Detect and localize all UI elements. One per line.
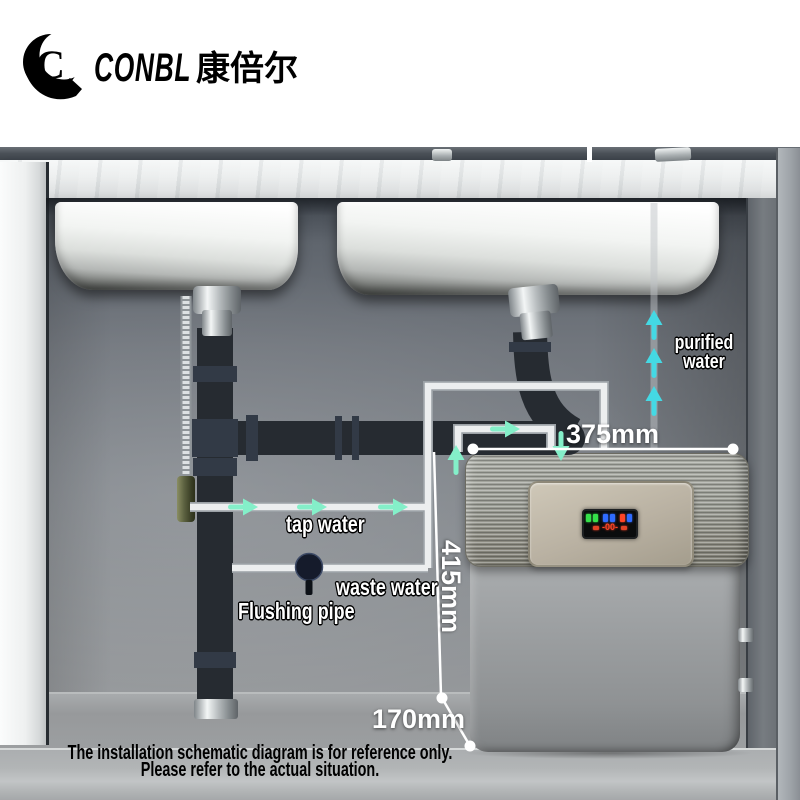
purifier-display-screen: -00- (582, 509, 638, 539)
disclaimer-line1: The installation schematic diagram is fo… (67, 742, 453, 764)
sink-basin-right (337, 202, 719, 295)
faucet-riser-pipe (587, 128, 592, 162)
svg-text:C: C (36, 42, 65, 87)
cabinet-left-panel (0, 162, 49, 745)
sink-basin-left (55, 202, 298, 290)
brand-name-cjk: 康倍尔 (196, 50, 298, 88)
dimension-height: 415mm (436, 540, 466, 634)
display-readout: -00- (590, 523, 630, 532)
dimension-depth: 170mm (372, 704, 466, 734)
label-flushing-pipe: Flushing pipe (238, 598, 355, 624)
brand-name-latin: CONBL (94, 46, 192, 90)
purified-faucet-fitting (654, 147, 692, 162)
cabinet-right-wall (776, 148, 800, 800)
disclaimer-line2: Please refer to the actual situation. (140, 758, 380, 781)
disclaimer: The installation schematic diagram is fo… (50, 742, 470, 781)
dimension-width: 375mm (566, 419, 660, 449)
faucet-mount-fitting (432, 149, 452, 161)
display-indicators (585, 514, 636, 522)
brand-logo-icon: C (23, 30, 86, 100)
label-purified-water: purified water (674, 332, 734, 373)
cabinet-right-panel (746, 198, 778, 748)
cabinet-base-front (0, 748, 800, 800)
purifier-body (470, 558, 740, 752)
countertop (0, 160, 800, 202)
label-tap-water: tap water (286, 511, 365, 537)
back-wall-band (0, 147, 800, 162)
label-waste-water: waste water (336, 574, 438, 600)
